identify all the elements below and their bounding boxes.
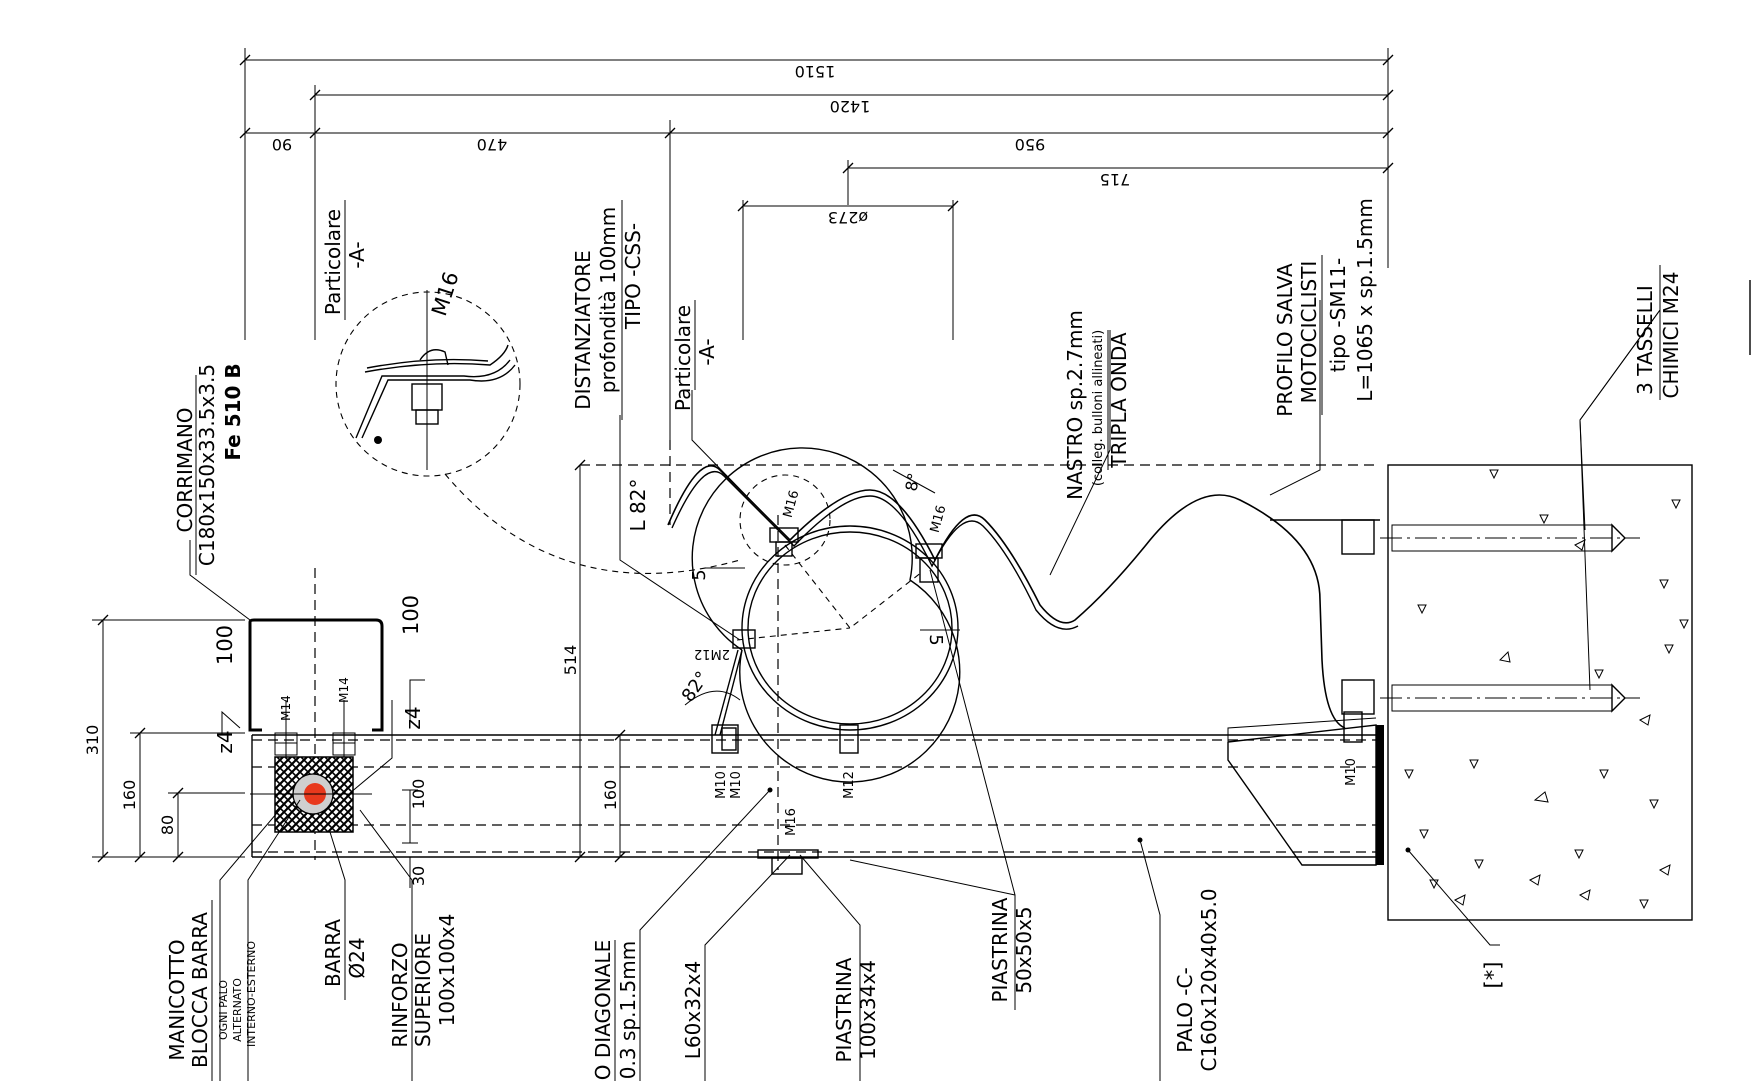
dim-5-b: 5: [925, 634, 946, 645]
bolt-m14-a: M14: [279, 695, 293, 721]
label-distanziatore-2: profondità 100mm: [596, 207, 620, 394]
label-manicotto-2: BLOCCA BARRA: [188, 912, 212, 1068]
dim-514: 514: [561, 645, 580, 676]
angle-8: 8°: [902, 471, 924, 492]
label-profilo-3: tipo -SM11-: [1326, 258, 1350, 373]
label-diagonale-1: O DIAGONALE: [591, 940, 615, 1080]
label-nastro-2: (colleg. bulloni allineati): [1091, 330, 1106, 486]
label-distanziatore-3: TIPO -CSS-: [621, 223, 645, 330]
label-nastro-3: TRIPLA ONDA: [1107, 332, 1131, 468]
label-particolare-left-1: Particolare: [321, 209, 345, 315]
label-barra-2: Ø24: [345, 937, 369, 978]
angle-82-top: L 82°: [626, 479, 650, 532]
bolt-2m12: 2M12: [694, 646, 730, 661]
bolts: [711, 519, 1380, 875]
label-nastro-1: NASTRO sp.2.7mm: [1063, 310, 1087, 500]
dim-5-a: 5: [689, 569, 710, 580]
dim-100-rib: 100: [409, 779, 428, 810]
label-profilo-1: PROFILO SALVA: [1273, 263, 1297, 417]
note-ref: [*]: [1481, 962, 1505, 989]
label-distanziatore-1: DISTANZIATORE: [571, 250, 595, 410]
bolt-m16-top: M16: [781, 489, 803, 520]
label-angolare: L60x32x4: [681, 961, 705, 1059]
detail-bolt-m16: M16: [427, 269, 464, 319]
bolt-m16-bottom: M16: [784, 808, 799, 836]
triple-wave-beam: 8° L 82°: [580, 440, 1380, 729]
dim-100-handrail-b: 100: [399, 595, 423, 635]
label-particolare-left-2: -A-: [345, 241, 369, 268]
label-corrimano-2: C180x150x33.5x3.5: [195, 364, 219, 566]
mid-dimensions: 514 160: [561, 459, 700, 863]
label-piastrina-1b: 100x34x4: [856, 960, 880, 1060]
label-rinforzo-2: SUPERIORE: [411, 933, 435, 1047]
label-corrimano-3: Fe 510 B: [221, 363, 245, 460]
label-piastrina-1a: PIASTRINA: [832, 957, 856, 1062]
label-corrimano-1: CORRIMANO: [173, 407, 197, 532]
label-palo-1: PALO -C-: [1173, 967, 1197, 1052]
bolt-m10-a: M10: [714, 771, 729, 799]
label-manicotto-5: INTERNO-ESTERNO: [245, 941, 258, 1047]
labels-group: CORRIMANO C180x150x33.5x3.5 Fe 510 B Par…: [165, 198, 1683, 1081]
label-particolare-mid-1: Particolare: [671, 305, 695, 411]
leader-lines: [189, 300, 1661, 1081]
dim-90: 90: [272, 135, 292, 154]
bolt-m12-low: M12: [842, 771, 857, 799]
label-tasselli-1: 3 TASSELLI: [1633, 285, 1657, 395]
bolt-m10-base: M10: [1344, 758, 1359, 786]
label-manicotto-4: ALTERNATO: [231, 978, 244, 1042]
label-rinforzo-1: RINFORZO: [388, 942, 412, 1047]
label-piastrina-2b: 50x50x5: [1012, 906, 1036, 993]
dim-470: 470: [477, 135, 508, 154]
label-particolare-mid-2: -A-: [695, 338, 719, 365]
label-profilo-2: MOTOCICLISTI: [1297, 261, 1321, 404]
dim-950: 950: [1015, 135, 1046, 154]
label-rinforzo-3: 100x100x4: [435, 914, 459, 1027]
label-palo-2: C160x120x40x5.0: [1197, 888, 1221, 1071]
dim-273: ø273: [828, 208, 868, 227]
dim-715: 715: [1100, 170, 1131, 189]
dim-160-left: 160: [120, 780, 139, 811]
dim-310: 310: [83, 725, 102, 756]
weld-z4-a: z4: [213, 730, 237, 753]
sleeve-block: 100 30: [250, 700, 428, 888]
weld-z4-b: z4: [401, 706, 425, 729]
left-dimensions: 310 160 80: [83, 614, 245, 863]
label-profilo-4: L=1065 x sp.1.5mm: [1353, 198, 1377, 402]
bolt-m14-b: M14: [337, 677, 351, 703]
dim-80: 80: [158, 815, 177, 835]
top-dimensions: 1510 1420 90 470 950 715 ø273: [239, 48, 1394, 440]
label-barra-1: BARRA: [321, 919, 345, 987]
bolt-m16-right: M16: [928, 504, 950, 535]
label-tasselli-2: CHIMICI M24: [1659, 272, 1683, 399]
label-diagonale-2: 0.3 sp.1.5mm: [616, 941, 640, 1079]
label-manicotto-3: OGNI PALO: [217, 980, 230, 1040]
concrete-foundation: [*]: [1380, 280, 1751, 989]
dim-30: 30: [409, 866, 428, 886]
dim-100-handrail-a: 100: [213, 625, 237, 665]
dim-1510: 1510: [795, 62, 836, 81]
post-palo: [251, 717, 1384, 866]
label-piastrina-2a: PIASTRINA: [988, 897, 1012, 1002]
dim-1420: 1420: [830, 97, 871, 116]
angle-82-low: 82°: [678, 668, 714, 706]
dim-160-mid: 160: [601, 780, 620, 811]
label-manicotto-1: MANICOTTO: [165, 939, 189, 1060]
bolt-m10-b: M10: [729, 771, 744, 799]
